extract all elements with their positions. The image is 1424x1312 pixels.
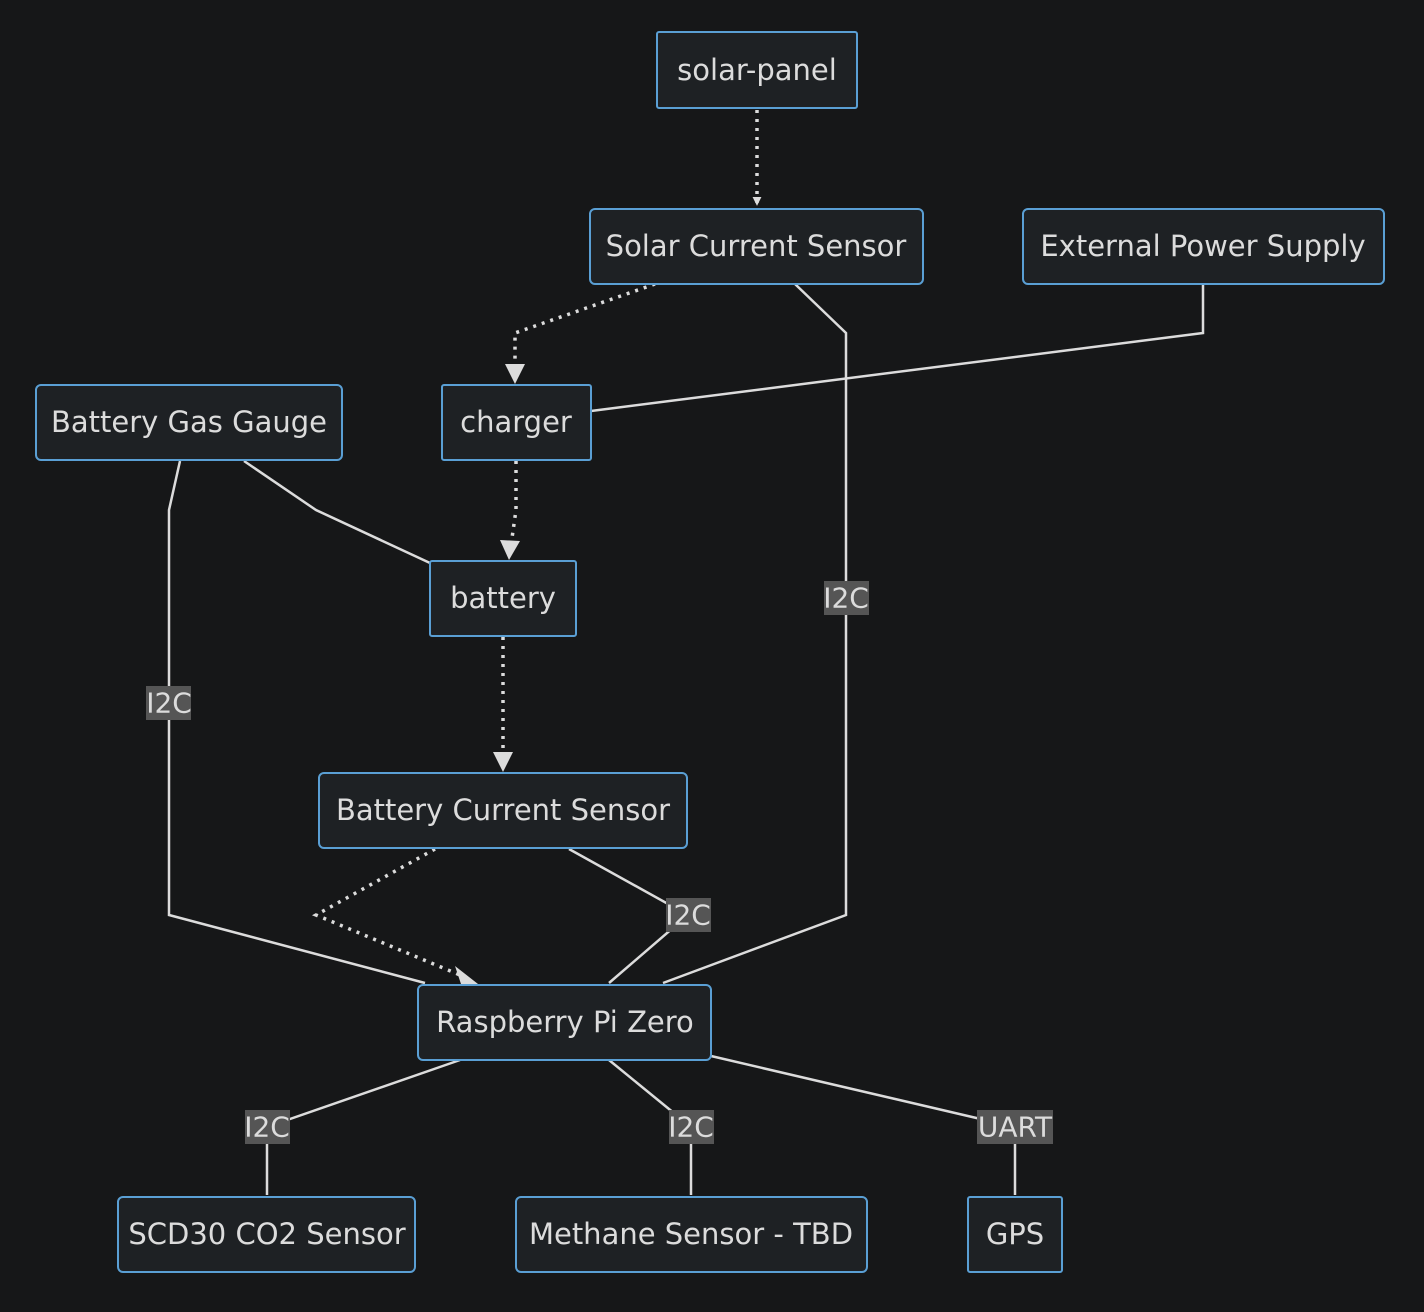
edge-solar-current-sensor-to-charger [513,282,656,382]
arrowhead-battery [500,540,520,560]
edge-label-co2-i2c-text: I2C [244,1111,290,1144]
edge-battery-current-sensor-to-raspberry-pi-dotted [311,847,461,977]
node-charger-label: charger [460,405,572,439]
node-battery-label: battery [450,581,556,615]
node-external-power-supply[interactable]: External Power Supply [1022,208,1385,285]
edge-label-solar-i2c: I2C [823,581,869,615]
edge-label-gps-uart-text: UART [978,1111,1053,1144]
edge-external-power-to-charger [590,284,1205,413]
node-battery-gas-gauge[interactable]: Battery Gas Gauge [35,384,343,461]
edge-label-co2-i2c: I2C [244,1110,290,1144]
arrowhead-charger [505,364,525,384]
edge-label-gas-gauge-i2c: I2C [146,686,192,720]
node-solar-current-sensor[interactable]: Solar Current Sensor [589,208,924,285]
arrowhead-battery-current-sensor [493,752,513,772]
edge-label-gps-uart: UART [977,1110,1053,1144]
node-methane-sensor[interactable]: Methane Sensor - TBD [515,1196,868,1273]
edge-label-battery-sensor-i2c-text: I2C [665,899,711,932]
node-gps-label: GPS [986,1217,1044,1251]
node-solar-panel[interactable]: solar-panel [656,31,858,109]
nodes: solar-panel Solar Current Sensor Externa… [35,31,1385,1273]
edge-label-solar-i2c-text: I2C [823,582,869,615]
edge-label-gas-gauge-i2c-text: I2C [146,687,192,720]
node-raspberry-pi-zero-label: Raspberry Pi Zero [436,1005,694,1039]
node-battery-gas-gauge-label: Battery Gas Gauge [51,405,327,439]
edge-gas-gauge-to-raspberry-pi [167,460,426,985]
edge-label-battery-sensor-i2c: I2C [665,898,711,932]
node-scd30-co2-sensor[interactable]: SCD30 CO2 Sensor [117,1196,416,1273]
node-gps[interactable]: GPS [967,1196,1063,1273]
node-battery[interactable]: battery [429,560,577,637]
edge-gas-gauge-to-battery [243,459,431,565]
node-battery-current-sensor[interactable]: Battery Current Sensor [318,772,688,849]
node-external-power-supply-label: External Power Supply [1040,229,1365,263]
edge-raspberry-pi-to-scd30 [265,1058,461,1195]
arrowhead-raspberry-pi [455,966,478,987]
node-raspberry-pi-zero[interactable]: Raspberry Pi Zero [417,984,712,1061]
edge-solar-current-sensor-to-raspberry-pi [662,283,848,985]
node-solar-panel-label: solar-panel [677,53,837,87]
node-solar-current-sensor-label: Solar Current Sensor [606,229,907,263]
node-scd30-co2-sensor-label: SCD30 CO2 Sensor [128,1217,405,1251]
node-charger[interactable]: charger [441,384,592,461]
edge-label-methane-i2c: I2C [668,1110,714,1144]
edge-raspberry-pi-to-gps [710,1054,1017,1195]
edge-labels: I2C I2C I2C I2C I2C UART [146,581,1053,1144]
node-battery-current-sensor-label: Battery Current Sensor [336,793,670,827]
node-methane-sensor-label: Methane Sensor - TBD [529,1217,853,1251]
edge-charger-to-battery [509,461,518,546]
edge-label-methane-i2c-text: I2C [668,1111,714,1144]
